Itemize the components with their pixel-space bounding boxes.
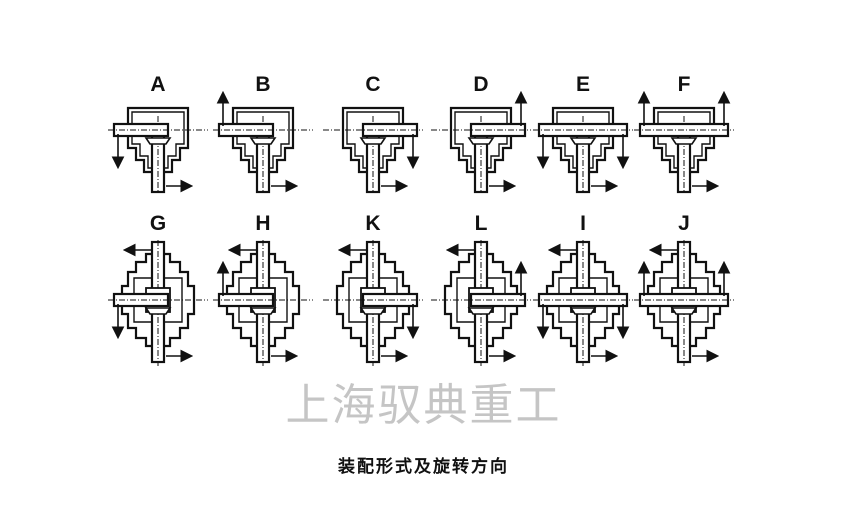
form-label: J (678, 212, 690, 235)
form-label: B (255, 73, 270, 96)
form-label: F (678, 73, 691, 96)
worm-gear (670, 137, 698, 145)
housing-inner (454, 111, 508, 169)
worm-gear (359, 307, 387, 315)
worm-gear (569, 137, 597, 145)
housing-inner (131, 111, 185, 169)
assembly-form-f: F (634, 73, 734, 194)
form-label: A (150, 73, 165, 96)
form-label: D (473, 73, 488, 96)
housing-inner (236, 111, 290, 169)
caption: 装配形式及旋转方向 (338, 457, 509, 477)
housing-inner (558, 277, 608, 323)
housing-inner (346, 111, 400, 169)
assembly-form-h: H (213, 212, 313, 366)
form-label: H (255, 212, 270, 235)
housing-inner (238, 277, 288, 323)
form-label: I (580, 212, 586, 235)
assembly-form-c: C (323, 73, 423, 194)
housing-inner (659, 277, 709, 323)
assembly-form-j: J (634, 212, 734, 366)
worm-gear (670, 307, 698, 315)
worm-gear (467, 307, 495, 315)
housing-inner (133, 277, 183, 323)
form-label: K (365, 212, 380, 235)
worm-gear (249, 137, 277, 145)
form-label: L (475, 212, 488, 235)
housing-inner (348, 277, 398, 323)
assembly-form-g: G (108, 212, 208, 366)
form-label: C (365, 73, 380, 96)
form-label: G (150, 212, 166, 235)
worm-gear (569, 307, 597, 315)
worm-gear (359, 137, 387, 145)
assembly-form-b: B (213, 73, 313, 194)
assembly-form-e: E (533, 73, 633, 194)
housing-inner (657, 111, 711, 169)
assembly-form-k: K (323, 212, 423, 366)
watermark: 上海驭典重工 (285, 380, 562, 431)
assembly-form-i: I (533, 212, 633, 366)
worm-gear (144, 307, 172, 315)
worm-gear (467, 137, 495, 145)
worm-gear (144, 137, 172, 145)
housing-inner (456, 277, 506, 323)
assembly-form-l: L (431, 212, 531, 366)
assembly-form-d: D (431, 73, 531, 194)
assembly-form-a: A (108, 73, 208, 194)
form-label: E (576, 73, 590, 96)
worm-gear (249, 307, 277, 315)
housing-inner (556, 111, 610, 169)
